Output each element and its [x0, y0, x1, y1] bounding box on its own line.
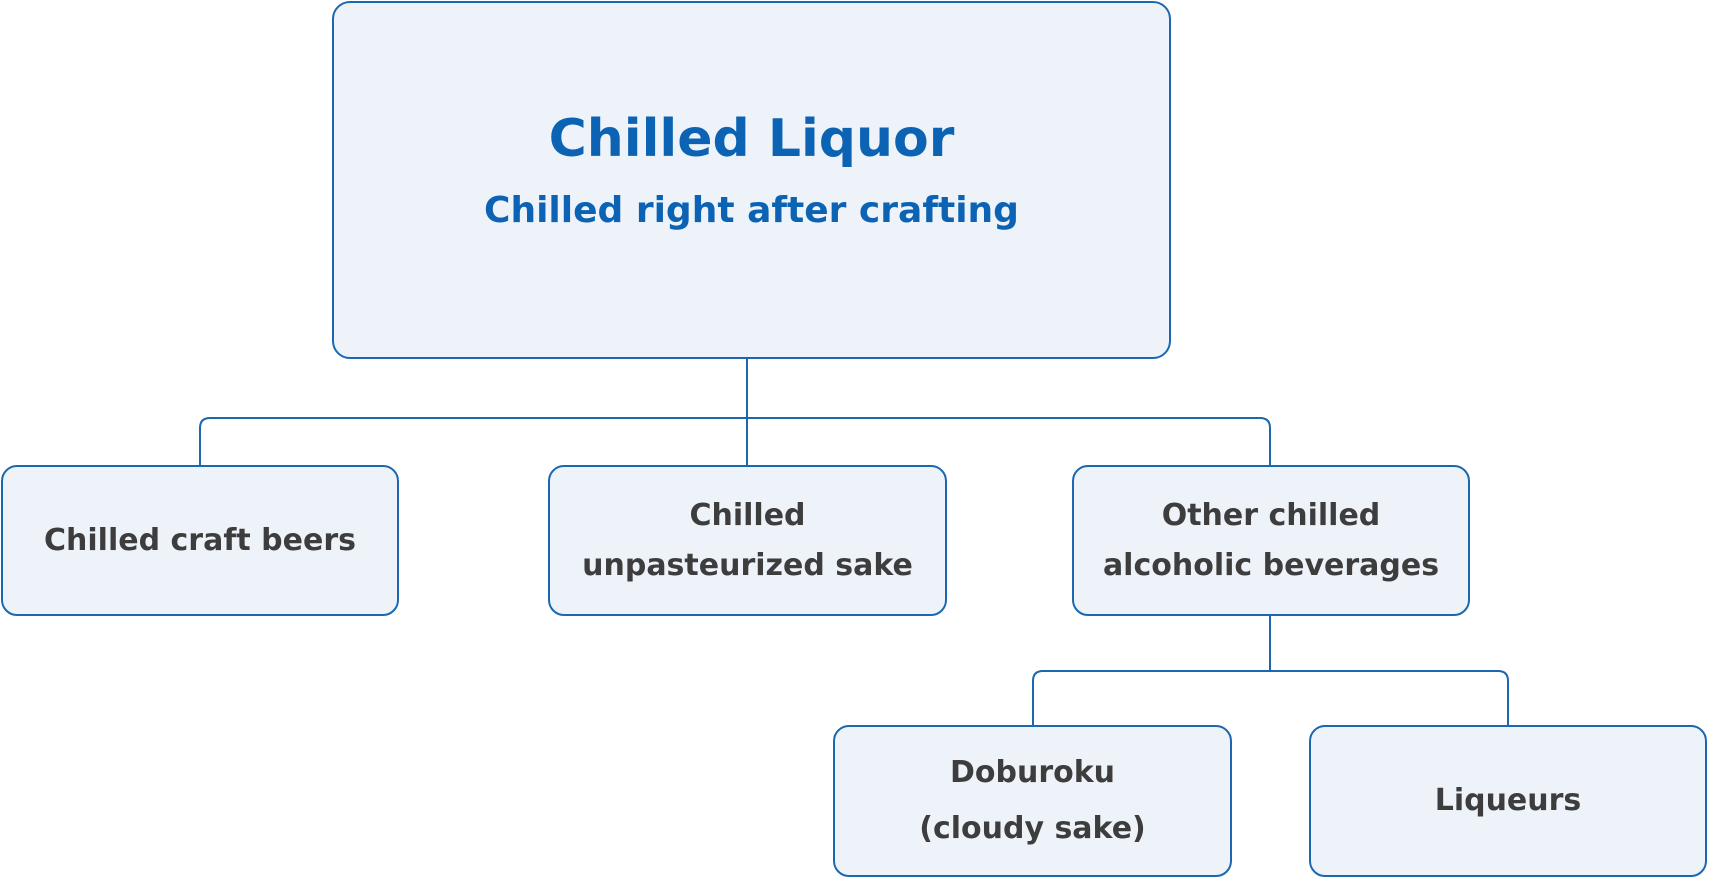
node-label-line: Other chilled [1161, 497, 1381, 533]
node-chilled-craft-beers: Chilled craft beers [1, 465, 399, 616]
node-label-line: Chilled [689, 497, 806, 533]
node-chilled-unpasteurized-sake: Chilled unpasteurized sake [548, 465, 947, 616]
node-doburoku: Doburoku (cloudy sake) [833, 725, 1232, 877]
root-node-chilled-liquor: Chilled Liquor Chilled right after craft… [332, 1, 1171, 359]
node-label-line: alcoholic beverages [1102, 547, 1440, 583]
connector-level1-bus [199, 417, 1271, 465]
node-label-line: (cloudy sake) [919, 811, 1146, 846]
connector-level2-bus [1032, 670, 1509, 725]
node-liqueurs: Liqueurs [1309, 725, 1707, 877]
root-subtitle: Chilled right after crafting [484, 189, 1019, 231]
node-label-line: Doburoku [949, 755, 1116, 790]
node-label-line: Liqueurs [1434, 783, 1582, 818]
root-title: Chilled Liquor [548, 109, 955, 170]
node-label-line: Chilled craft beers [44, 522, 356, 558]
node-label-line: unpasteurized sake [582, 547, 913, 583]
node-other-chilled-beverages: Other chilled alcoholic beverages [1072, 465, 1470, 616]
